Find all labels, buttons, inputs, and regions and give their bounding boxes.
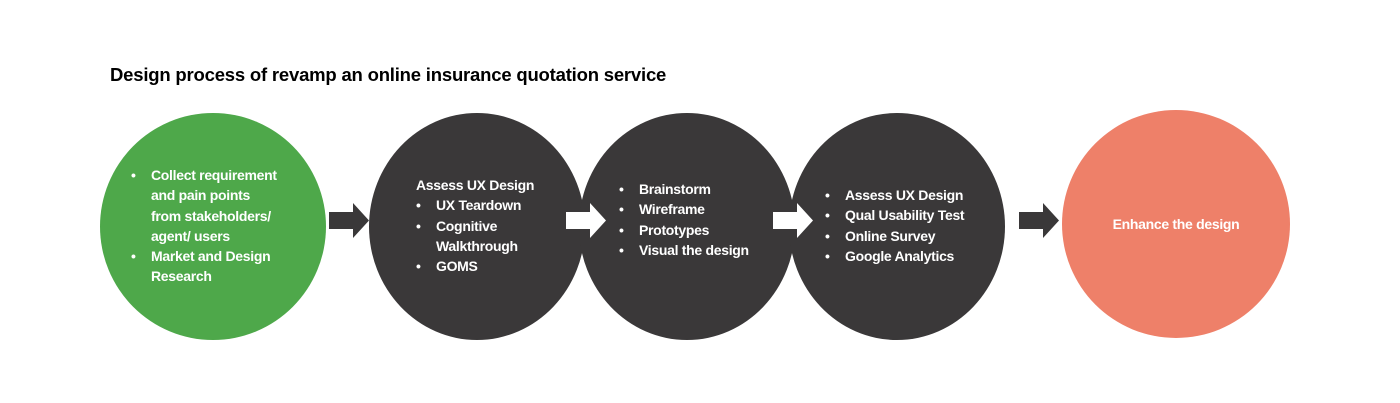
bullet-icon: • [825, 247, 830, 264]
bullet-icon: • [416, 217, 421, 234]
bullet-icon: • [416, 197, 421, 214]
bullet-icon: • [825, 207, 830, 224]
bullet-icon: • [416, 258, 421, 275]
item-label: Wireframe [639, 201, 705, 218]
step-4-text: • Assess UX Design • Qual Usability Test •… [825, 185, 965, 266]
list-item: • Prototypes [619, 220, 749, 240]
list-item: • UX Teardown [416, 195, 534, 215]
step-1-circle [100, 113, 326, 340]
item-label: Online Survey [845, 227, 936, 244]
step-3-text: • Brainstorm • Wireframe • Prototypes • Visu… [619, 179, 749, 260]
bullet-icon: • [131, 248, 136, 265]
line: Market and Design [151, 248, 271, 265]
item-label: Assess UX Design [845, 187, 964, 203]
line: and pain points [151, 187, 250, 204]
diagram-title: Design process of revamp an online insur… [110, 64, 667, 85]
item-label: Prototypes [639, 221, 710, 238]
list-item: • Google Analytics [825, 246, 964, 266]
list-item: • Online Survey [825, 226, 964, 246]
line: Research [151, 268, 212, 285]
bullet-icon: • [619, 201, 624, 218]
line: Collect requirement [151, 167, 277, 183]
line: agent/ users [151, 227, 230, 244]
list-item: • Assess UX Design [825, 185, 964, 205]
list-item: • Market and Design Research [131, 246, 277, 287]
line: Cognitive [436, 217, 498, 234]
bullet-icon: • [825, 227, 830, 244]
step-4-circle [789, 113, 1005, 340]
line: from stakeholders/ [151, 207, 271, 224]
bullet-icon: • [825, 187, 830, 203]
arrow-right-icon [329, 203, 369, 238]
bullet-icon: • [131, 167, 136, 183]
bullet-icon: • [619, 181, 624, 197]
line: GOMS [436, 258, 478, 275]
step-2-text: Assess UX Design • UX Teardown • Cognitive… [416, 175, 534, 276]
item-label: Qual Usability Test [845, 207, 965, 224]
bullet-icon: • [619, 221, 624, 238]
line: Walkthrough [436, 237, 518, 254]
line: UX Teardown [436, 197, 522, 214]
step-3-circle [579, 113, 795, 340]
list-item: • Wireframe [619, 199, 749, 219]
item-label: Visual the design [639, 241, 749, 258]
list-item: • Collect requirement and pain points fr… [131, 165, 277, 246]
item-label: Google Analytics [845, 247, 955, 264]
step-2-circle [369, 113, 585, 340]
item-label: Brainstorm [639, 181, 711, 197]
step-heading: Assess UX Design [416, 177, 535, 193]
list-item: • Qual Usability Test [825, 205, 965, 225]
step-5-circle [1062, 110, 1290, 338]
arrow-right-icon [773, 203, 813, 238]
list-item: • Brainstorm [619, 179, 749, 199]
arrow-right-icon [566, 203, 606, 238]
step-1-text: • Collect requirement and pain points fr… [131, 165, 277, 287]
list-item: • Visual the design [619, 240, 749, 260]
arrow-right-icon [1019, 203, 1059, 238]
bullet-icon: • [619, 241, 624, 258]
step-5-text: Enhance the design [1112, 216, 1240, 232]
list-item: • GOMS [416, 256, 534, 276]
